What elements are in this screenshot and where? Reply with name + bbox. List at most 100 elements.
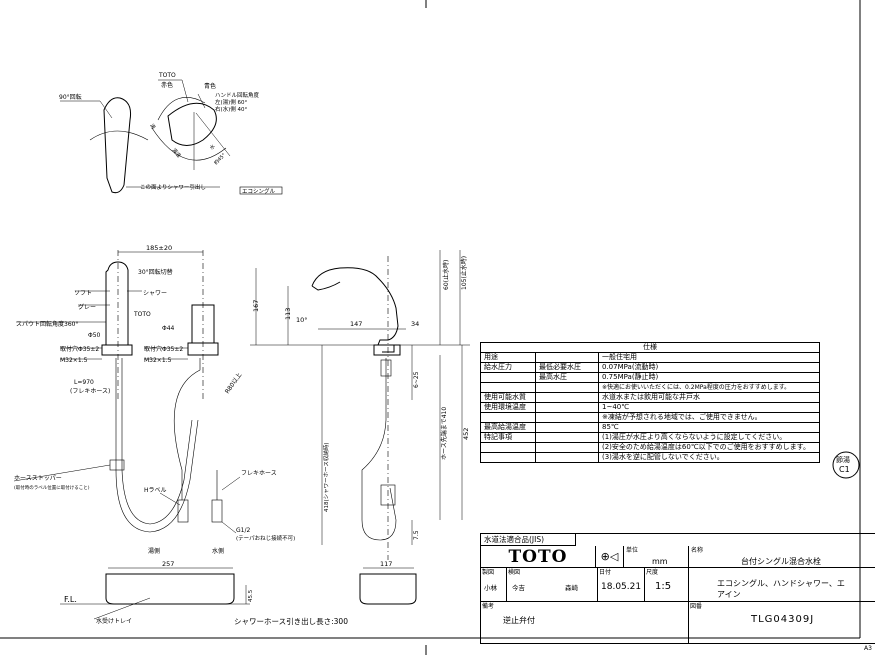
label-toto-front: TOTO xyxy=(133,311,151,318)
label-hole1: 取付穴Φ35±2 xyxy=(60,345,99,353)
leader-flex xyxy=(221,476,241,491)
dim-6-25: 6~25 xyxy=(413,371,420,388)
rotation-arc xyxy=(89,130,149,141)
dim-452: 452 xyxy=(462,428,470,440)
spec-cell xyxy=(480,442,536,453)
spec-cell: 1~40℃ xyxy=(598,402,820,413)
label-shower: シャワー xyxy=(143,290,167,297)
label-gray: グレー xyxy=(78,303,96,311)
label-spout-rot: スパウト回転角度360° xyxy=(16,320,78,328)
label-right-cold: 右(水)側 40° xyxy=(215,105,248,113)
label-left-hot: 左(湯)側 60° xyxy=(215,98,248,106)
spec-cell: (1)湯圧が水圧より高くならないように設定してください。 xyxy=(598,432,820,443)
label-water: 水 xyxy=(208,143,217,151)
desc-line2: アイン xyxy=(717,590,741,599)
leader-stopper xyxy=(13,464,111,482)
toto-logo: TOTO xyxy=(481,546,596,568)
spec-cell xyxy=(535,392,599,403)
label-handle-angle: ハンドル回転角度 xyxy=(215,91,260,99)
projection-symbol-icon: ⊕◁ xyxy=(596,546,624,568)
spec-cell: 給水圧力 xyxy=(480,362,536,373)
spec-cell xyxy=(535,442,599,453)
dim-167: 167 xyxy=(252,300,260,312)
spec-cell: 使用環境温度 xyxy=(480,402,536,413)
table-row: 使用可能水質水道水または飲用可能な井戸水 xyxy=(480,392,820,403)
date-value: 18.05.21 xyxy=(601,582,642,592)
jis-label: 水道法適合品(JIS) xyxy=(481,534,576,546)
table-row: ※快適にお使いいただくには、0.2MPa程度の圧力をおすすめします。 xyxy=(480,382,820,393)
hose-left xyxy=(115,358,199,533)
spec-cell xyxy=(535,422,599,433)
made-label: 製図 xyxy=(482,569,495,576)
leader-g12 xyxy=(221,521,237,534)
dim-185: 185±20 xyxy=(146,244,172,252)
spec-cell: 使用可能水質 xyxy=(480,392,536,403)
label-l970: L=970 xyxy=(74,379,94,386)
spec-cell: 85℃ xyxy=(598,422,820,433)
spec-cell: 最低必要水圧 xyxy=(535,362,599,373)
spec-cell xyxy=(535,412,599,423)
dim-113: 113 xyxy=(284,308,292,320)
faucet-base-front xyxy=(101,344,133,356)
unit-cell: 単位 mm xyxy=(624,546,689,568)
desc-cell: エコシングル、ハンドシャワー、エ アイン xyxy=(689,568,875,602)
label-phi44: Φ44 xyxy=(162,325,175,332)
table-row: 用途一般住宅用 xyxy=(480,352,820,363)
spec-cell: (3)湯水を逆に配管しないでください。 xyxy=(598,452,820,463)
faucet-body-front xyxy=(105,261,129,346)
spec-cell: ※凍結が予想される地域では、ご使用できません。 xyxy=(598,412,820,423)
label-soft: ソフト xyxy=(74,290,92,297)
leader-h xyxy=(159,492,181,506)
handle-lever-top xyxy=(167,102,217,146)
hose-flex xyxy=(173,358,201,500)
spec-cell: 最高水圧 xyxy=(535,372,599,383)
drawing-label: 図番 xyxy=(690,603,703,610)
faucet-side-outline xyxy=(311,267,399,353)
made-name: 小林 xyxy=(484,584,497,592)
hot-connector xyxy=(177,499,189,523)
spec-cell xyxy=(480,452,536,463)
leader-blue xyxy=(197,93,206,109)
table-row: 最高給湯温度 85℃ xyxy=(480,422,820,433)
handle-body-top xyxy=(157,97,206,121)
label-flex-note: (フレキホース) xyxy=(70,388,110,395)
check-cell: 検図 今吉 森崎 xyxy=(507,568,598,602)
scale-label: 尺度 xyxy=(646,569,659,576)
label-shower-pull: この面よりシャワー引出し xyxy=(140,183,206,191)
spec-cell: 0.75MPa(静止時) xyxy=(598,372,820,383)
note-label: 備考 xyxy=(482,603,495,610)
stamp-line2: C1 xyxy=(839,465,850,474)
dim-60: 60(止水時) xyxy=(442,260,450,290)
dim-34: 34 xyxy=(411,320,419,328)
dim-7-5: 7.5 xyxy=(413,530,420,540)
spec-cell xyxy=(480,412,536,423)
spec-cell xyxy=(535,432,599,443)
spec-cell: 特記事項 xyxy=(480,432,536,443)
side-base xyxy=(373,344,401,356)
side-view: 167 113 10° 147 34 60(止水時) 105(止水時) 6~25… xyxy=(250,250,470,560)
cold-connector xyxy=(211,499,223,523)
label-pull-length: シャワーホース引き出し長さ:300 xyxy=(234,616,348,626)
date-label: 日付 xyxy=(599,569,612,576)
dim-418: 418(シャワーホース収納時) xyxy=(322,442,330,512)
spec-cell: 最高給湯温度 xyxy=(480,422,536,433)
drawing-no-cell: 図番 TLG04309J xyxy=(689,602,875,644)
table-row: ※凍結が予想される地域では、ご使用できません。 xyxy=(480,412,820,423)
check-name2: 森崎 xyxy=(565,584,578,592)
spec-cell xyxy=(535,402,599,413)
spec-cell xyxy=(535,352,599,363)
tray-views: 257 117 F.L. 45.5 水受けトレイ シャワーホース引き出し長さ:3… xyxy=(60,560,417,626)
name-label: 名称 xyxy=(691,547,704,554)
tray-side xyxy=(359,573,417,605)
title-block: 水道法適合品(JIS) TOTO ⊕◁ 単位 mm 名称 台付シングル混合水栓 … xyxy=(480,533,875,644)
leader-90b xyxy=(99,100,113,119)
spec-header: 仕様 xyxy=(480,342,820,353)
desc-line1: エコシングル、ハンドシャワー、エ xyxy=(717,579,845,588)
unit-label: 単位 xyxy=(626,547,639,554)
tray-front xyxy=(105,573,235,605)
dim-117: 117 xyxy=(380,560,392,568)
dim-10deg: 10° xyxy=(296,316,308,324)
check-label: 検図 xyxy=(508,569,521,576)
